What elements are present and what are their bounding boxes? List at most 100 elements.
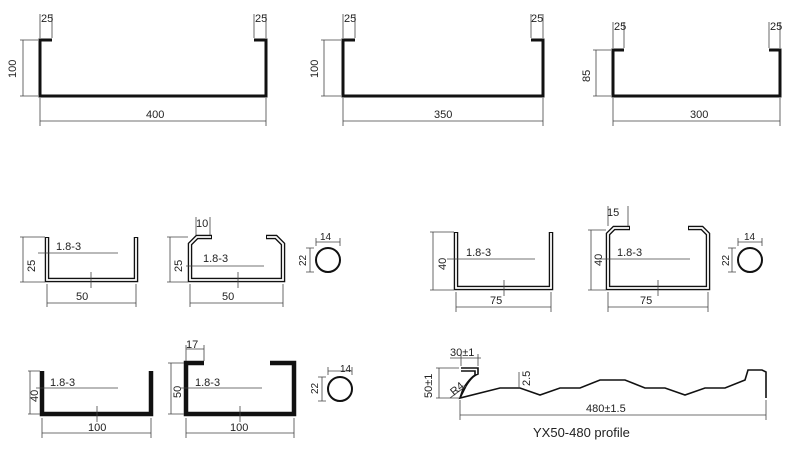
c75-lip-dim-line — [607, 206, 629, 226]
u50-width-label: 50 — [76, 291, 88, 303]
yx50-caption: YX50-480 profile — [533, 425, 630, 440]
yx50-top-label: 30±1 — [450, 347, 474, 359]
u75-height-label: 40 — [437, 258, 449, 270]
u400-height-label: 100 — [7, 60, 19, 78]
u75-thickness-label: 1.8-3 — [466, 247, 491, 259]
c100-hole-dim-lines — [318, 367, 353, 402]
c100-height-dim-line — [168, 362, 184, 415]
c50-width-dim-line — [189, 284, 284, 307]
u350-height-dim-line — [321, 39, 341, 97]
u300-flange-right-label: 25 — [770, 21, 782, 33]
u75-width-label: 75 — [490, 295, 502, 307]
c100-width-dim-line — [185, 418, 295, 438]
c50-height-label: 25 — [173, 260, 185, 272]
c100-slot-hole-icon — [327, 376, 353, 402]
u400-width-dim-line — [39, 98, 267, 126]
c75-width-label: 75 — [640, 295, 652, 307]
u100-width-label: 100 — [88, 422, 106, 434]
u350-flange-left-label: 25 — [344, 13, 356, 25]
c100-hole-height-label: 22 — [310, 382, 321, 394]
c100-width-label: 100 — [230, 422, 248, 434]
yx50-width-dim-line — [459, 400, 767, 420]
c50-hole-height-label: 22 — [298, 254, 309, 266]
c100-lip-dim-line — [185, 345, 205, 361]
u-channel-50-profile-inner — [46, 238, 137, 281]
c75-hole-height-label: 22 — [721, 254, 732, 266]
yx50-thickness-label: 2.5 — [521, 371, 533, 386]
u-channel-75-drawing: 1.8-3 40 75 — [430, 231, 554, 312]
c75-hole-dim-lines — [728, 238, 763, 273]
u100-width-dim-line — [41, 418, 152, 438]
u300-flange-right-dim-line — [768, 22, 781, 48]
yx50-width-label: 480±1.5 — [586, 403, 626, 415]
u-channel-400-drawing: 25 25 100 400 — [7, 13, 268, 126]
c100-hole-width-label: 14 — [340, 364, 352, 375]
c75-height-label: 40 — [593, 254, 605, 266]
u350-flange-right-dim-line — [530, 14, 544, 38]
c100-lip-label: 17 — [186, 339, 198, 351]
c100-thickness-label: 1.8-3 — [195, 377, 220, 389]
u350-height-label: 100 — [309, 60, 321, 78]
c50-thickness-label: 1.8-3 — [203, 253, 228, 265]
u400-flange-right-label: 25 — [255, 13, 267, 25]
c50-slot-hole-icon — [315, 247, 341, 273]
u400-width-label: 400 — [146, 109, 164, 121]
u-channel-100-profile — [39, 371, 154, 417]
yx50-480-profile-drawing: 30±1 50±1 R4 2.5 480±1.5 YX50-480 profil… — [423, 347, 767, 440]
u100-thickness-label: 1.8-3 — [50, 377, 75, 389]
c75-slot-hole-icon — [737, 247, 763, 273]
u300-flange-left-dim-line — [612, 22, 625, 48]
u350-width-dim-line — [342, 98, 544, 126]
u-channel-400-profile — [38, 38, 268, 98]
u-channel-300-drawing: 25 25 85 300 — [581, 21, 782, 126]
u50-height-dim-line — [20, 236, 45, 283]
u400-flange-left-label: 25 — [41, 13, 53, 25]
u300-width-dim-line — [612, 98, 781, 126]
u-channel-350-profile — [341, 38, 545, 98]
u350-flange-right-label: 25 — [531, 13, 543, 25]
c50-height-dim-line — [167, 236, 188, 283]
c50-lip-label: 10 — [196, 218, 208, 230]
u-channel-350-drawing: 25 25 100 350 — [309, 13, 545, 126]
u400-height-dim-line — [20, 39, 38, 97]
u300-height-label: 85 — [581, 70, 593, 82]
u50-thickness-label: 1.8-3 — [56, 241, 81, 253]
u-channel-100-drawing: 1.8-3 40 100 — [28, 370, 154, 438]
u100-height-dim-line — [28, 370, 40, 415]
u400-flange-left-dim-line — [39, 14, 53, 38]
yx50-radius-leader — [449, 385, 467, 399]
c75-thickness-label: 1.8-3 — [617, 247, 642, 259]
u400-flange-right-dim-line — [253, 14, 267, 38]
u-channel-50-drawing: 1.8-3 25 50 — [20, 236, 139, 307]
c50-width-label: 50 — [222, 291, 234, 303]
yx50-radius-label: R4 — [448, 380, 466, 398]
u50-width-dim-line — [46, 284, 137, 307]
yx50-height-label: 50±1 — [423, 374, 435, 398]
c75-width-dim-line — [607, 292, 709, 312]
u300-width-label: 300 — [690, 109, 708, 121]
c100-height-label: 50 — [172, 386, 184, 398]
u300-height-dim-line — [593, 49, 611, 97]
u300-flange-left-label: 25 — [614, 21, 626, 33]
yx50-top-dim-line — [450, 354, 481, 366]
u-channel-75-profile-inner — [455, 233, 552, 289]
c50-hole-dim-lines — [306, 238, 341, 273]
c50-hole-width-label: 14 — [320, 232, 332, 243]
yx50-480-profile-outline — [458, 367, 767, 400]
u-channel-75-profile — [453, 232, 554, 291]
u350-width-label: 350 — [434, 109, 452, 121]
c75-height-dim-line — [588, 229, 606, 291]
c-channel-50-drawing: 10 1.8-3 25 50 14 22 — [167, 217, 341, 307]
c-channel-75-drawing: 15 1.8-3 40 75 14 22 — [588, 206, 763, 312]
u75-width-dim-line — [455, 292, 552, 312]
u-channel-300-profile — [611, 48, 782, 98]
u350-flange-left-dim-line — [342, 14, 356, 38]
c50-lip-dim-line — [195, 217, 211, 235]
c-channel-100-drawing: 17 1.8-3 50 100 14 22 — [168, 339, 353, 438]
c-channel-50-profile-inner — [189, 236, 284, 281]
c75-lip-label: 15 — [607, 207, 619, 219]
c75-hole-width-label: 14 — [744, 232, 756, 243]
yx50-height-dim-line — [436, 367, 459, 399]
yx50-480-profile-outline-inner — [459, 370, 476, 399]
